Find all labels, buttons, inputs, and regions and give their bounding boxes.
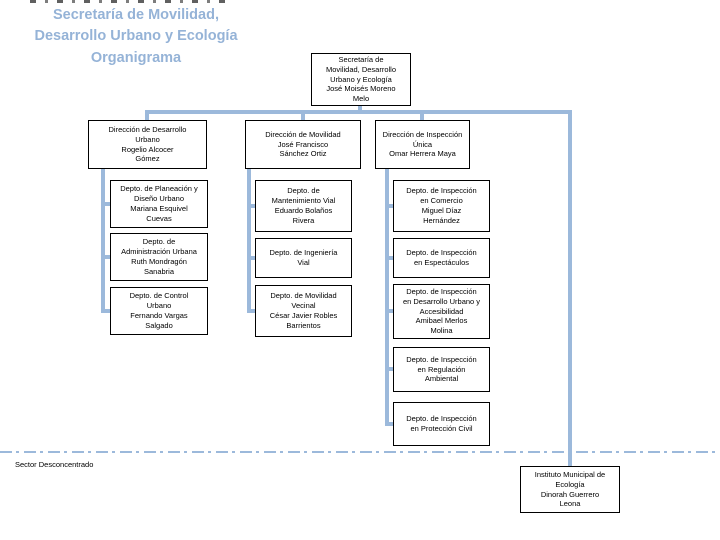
slide-title: Secretaría de Movilidad, Desarrollo Urba…	[34, 7, 238, 66]
org-box-direccion-desarrollo-urbano: Dirección de Desarrollo Urbano Rogelio A…	[88, 120, 207, 169]
connector-col1-stub-3	[101, 309, 111, 313]
connector-col3-stub-3	[385, 309, 394, 313]
connector-col1-stub-2	[101, 255, 111, 259]
connector-main-horizontal	[145, 110, 572, 114]
org-box-depto-movilidad-vecinal: Depto. de Movilidad Vecinal César Javier…	[255, 285, 352, 337]
connector-col3-stub-4	[385, 367, 394, 371]
connector-col3-stub-1	[385, 204, 394, 208]
sector-desconcentrado-label: Sector Desconcentrado	[15, 460, 94, 469]
connector-col2-stub-3	[247, 309, 256, 313]
connector-root-stub	[358, 105, 362, 113]
org-box-depto-administracion-urbana: Depto. de Administración Urbana Ruth Mon…	[110, 233, 208, 281]
org-box-depto-inspeccion-comercio: Depto. de Inspección en Comercio Miguel …	[393, 180, 490, 232]
connector-drop-inspeccion	[420, 113, 424, 121]
connector-col2-stub-1	[247, 204, 256, 208]
org-box-instituto-municipal-ecologia: Instituto Municipal de Ecología Dinorah …	[520, 466, 620, 513]
org-box-depto-inspeccion-desarrollo-accesibilidad: Depto. de Inspección en Desarrollo Urban…	[393, 284, 490, 339]
sector-divider-line	[0, 451, 720, 453]
connector-col1-vertical	[101, 168, 105, 313]
org-box-depto-inspeccion-regulacion-ambiental: Depto. de Inspección en Regulación Ambie…	[393, 347, 490, 392]
org-box-secretaria: Secretaría de Movilidad, Desarrollo Urba…	[311, 53, 411, 106]
org-box-depto-planeacion-diseno-urbano: Depto. de Planeación y Diseño Urbano Mar…	[110, 180, 208, 228]
org-box-depto-ingenieria-vial: Depto. de Ingeniería Vial	[255, 238, 352, 278]
connector-drop-desarrollo	[145, 113, 149, 121]
connector-col1-stub-1	[101, 202, 111, 206]
org-box-depto-control-urbano: Depto. de Control Urbano Fernando Vargas…	[110, 287, 208, 335]
connector-col3-vertical	[385, 168, 389, 426]
top-edge-artifacts	[30, 0, 226, 3]
org-box-depto-inspeccion-proteccion-civil: Depto. de Inspección en Protección Civil	[393, 402, 490, 446]
org-box-direccion-inspeccion-unica: Dirección de Inspección Única Omar Herre…	[375, 120, 470, 169]
connector-col3-stub-5	[385, 422, 394, 426]
org-box-depto-mantenimiento-vial: Depto. de Mantenimiento Vial Eduardo Bol…	[255, 180, 352, 232]
connector-drop-movilidad	[301, 113, 305, 121]
connector-col2-vertical	[247, 168, 251, 313]
connector-col2-stub-2	[247, 256, 256, 260]
org-box-direccion-movilidad: Dirección de Movilidad José Francisco Sá…	[245, 120, 361, 169]
org-box-depto-inspeccion-espectaculos: Depto. de Inspección en Espectáculos	[393, 238, 490, 278]
connector-col3-stub-2	[385, 256, 394, 260]
connector-right-vertical	[568, 110, 572, 466]
